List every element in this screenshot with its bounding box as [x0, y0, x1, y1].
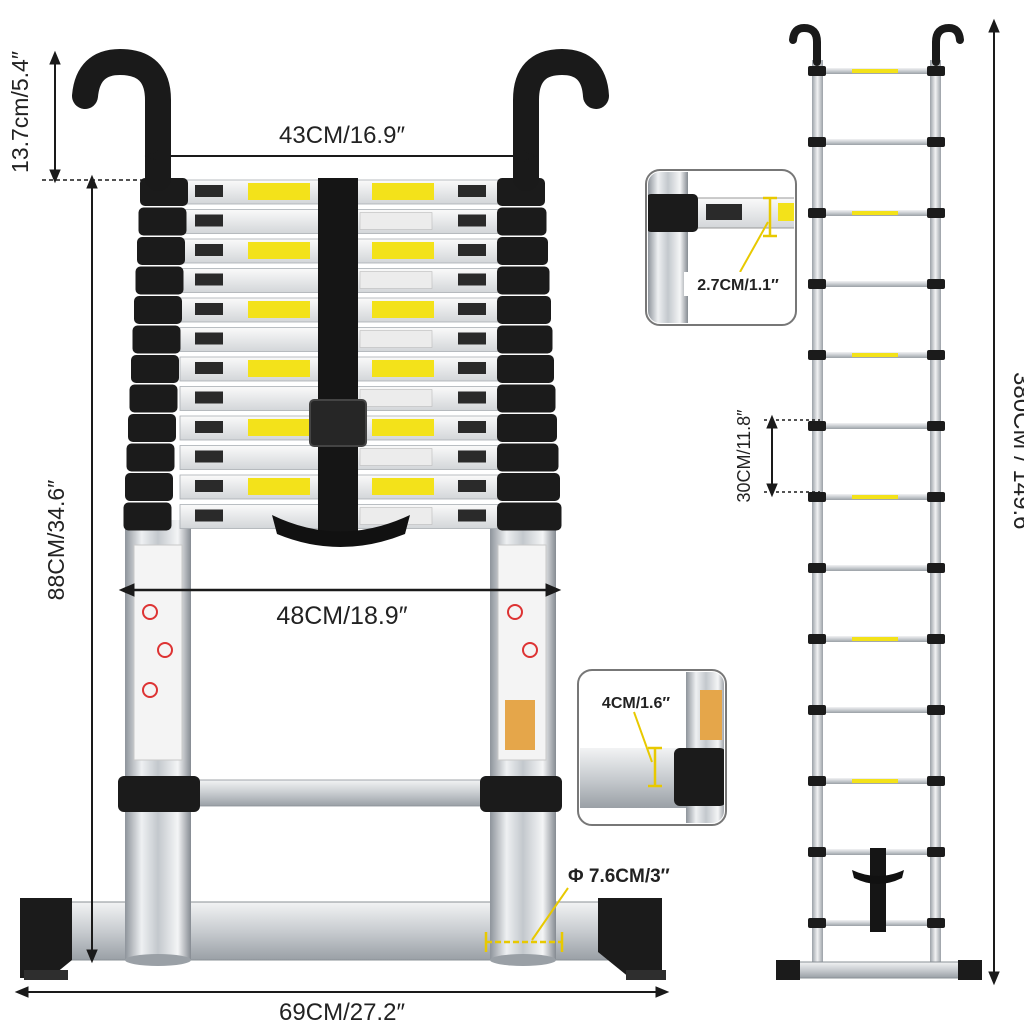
extended-rungs: [808, 66, 945, 928]
extended-rung: [808, 421, 945, 431]
extended-dimension-lines: [764, 18, 1000, 986]
rung-depth-label: 2.7CM/1.1″: [697, 277, 779, 294]
rung-spacing-label: 30CM/11.8″: [734, 409, 754, 503]
tube-step-label: 4CM/1.6″: [602, 695, 670, 712]
top-hooks: [72, 48, 609, 191]
tube-step-callout: [577, 669, 727, 826]
tube-warning-labels: [133, 544, 547, 761]
extended-rung: [808, 492, 945, 502]
extended-rung: [808, 137, 945, 147]
dimension-lines: [14, 50, 670, 998]
extended-rung: [808, 350, 945, 360]
extended-height-label: 380CM / 149.6″: [1008, 372, 1024, 538]
top-width-label: 43CM/16.9″: [279, 122, 405, 149]
extended-rung: [808, 563, 945, 573]
base-stabilizer: [20, 898, 666, 980]
carry-strap: [272, 178, 410, 547]
extended-rung: [808, 66, 945, 76]
extended-rung: [808, 776, 945, 786]
base-rung-width-label: 48CM/18.9″: [276, 602, 407, 630]
extended-rung: [808, 634, 945, 644]
collapsed-height-label: 88CM/34.6″: [43, 480, 69, 601]
extended-rung: [808, 279, 945, 289]
collapsed-ladder: [20, 48, 666, 980]
rung-depth-callout: [645, 169, 797, 326]
tube-diameter-label: Φ 7.6CM/3″: [568, 866, 670, 887]
hook-height-label: 13.7cm/5.4″: [7, 51, 33, 173]
extended-rung: [808, 705, 945, 715]
extended-rung: [808, 208, 945, 218]
extended-ladder: [776, 23, 982, 980]
base-width-label: 69CM/27.2″: [279, 999, 405, 1024]
